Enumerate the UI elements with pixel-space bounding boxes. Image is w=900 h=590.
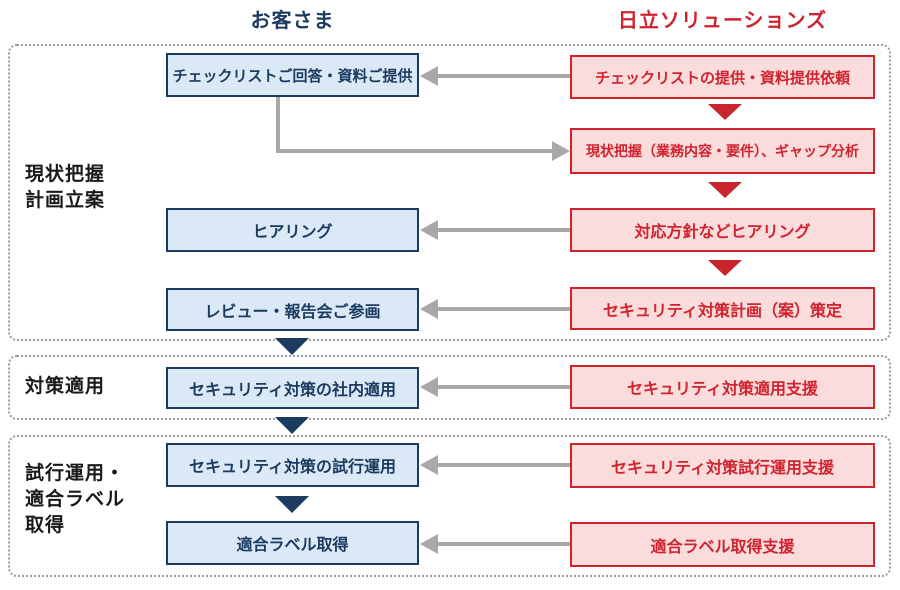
- phase-label-planning: 現状把握 計画立案: [25, 164, 106, 211]
- elbow-vertical-line: [276, 97, 280, 153]
- hitachi-step-label-support: 適合ラベル取得支援: [570, 522, 875, 567]
- down-triangle-red-icon-3: [708, 260, 742, 276]
- arrow-line-row3: [436, 228, 570, 232]
- customer-step-checklist-response: チェックリストご回答・資料ご提供: [166, 53, 419, 97]
- arrow-line-row6: [436, 463, 570, 467]
- arrow-line-row5: [436, 385, 570, 389]
- arrow-line-row7: [436, 542, 570, 546]
- hitachi-step-policy-hearing: 対応方針などヒアリング: [570, 208, 875, 252]
- down-triangle-navy-icon-1: [275, 338, 309, 355]
- left-arrow-icon-row4: [420, 299, 438, 319]
- left-arrow-icon-row3: [420, 220, 438, 240]
- elbow-horizontal-line: [276, 149, 553, 153]
- down-triangle-navy-icon-3: [275, 496, 309, 513]
- phase-section-apply: [8, 355, 891, 420]
- customer-step-hearing: ヒアリング: [166, 208, 419, 252]
- left-arrow-icon-row7: [420, 534, 438, 554]
- left-arrow-icon-row6: [420, 455, 438, 475]
- left-arrow-icon-row1: [420, 66, 438, 86]
- hitachi-step-plan-drafting: セキュリティ対策計画（案）策定: [570, 287, 875, 330]
- customer-step-internal-apply: セキュリティ対策の社内適用: [166, 367, 419, 409]
- customer-step-label-acquisition: 適合ラベル取得: [166, 521, 419, 565]
- hitachi-step-gap-analysis: 現状把握（業務内容・要件）、ギャップ分析: [570, 128, 875, 174]
- phase-section-trial-label: [8, 435, 891, 577]
- phase-label-apply: 対策適用: [25, 376, 106, 397]
- arrow-line-row4: [436, 307, 570, 311]
- hitachi-step-apply-support: セキュリティ対策適用支援: [570, 365, 875, 409]
- right-arrow-icon-row2: [552, 141, 570, 161]
- down-triangle-red-icon-2: [708, 182, 742, 198]
- customer-column-header: お客さま: [250, 10, 335, 32]
- customer-step-review-meeting: レビュー・報告会ご参画: [166, 288, 419, 331]
- phase-label-trial-label: 試行運用・ 適合ラベル 取得: [25, 463, 126, 536]
- left-arrow-icon-row5: [420, 377, 438, 397]
- down-triangle-red-icon-1: [708, 104, 742, 120]
- phase-section-planning: [8, 44, 891, 341]
- arrow-line-row1: [436, 74, 570, 78]
- customer-step-trial-operation: セキュリティ対策の試行運用: [166, 443, 419, 487]
- hitachi-column-header: 日立ソリューションズ: [617, 10, 828, 32]
- down-triangle-navy-icon-2: [275, 417, 309, 434]
- hitachi-step-checklist-provide: チェックリストの提供・資料提供依頼: [570, 55, 875, 99]
- hitachi-step-trial-support: セキュリティ対策試行運用支援: [570, 443, 875, 488]
